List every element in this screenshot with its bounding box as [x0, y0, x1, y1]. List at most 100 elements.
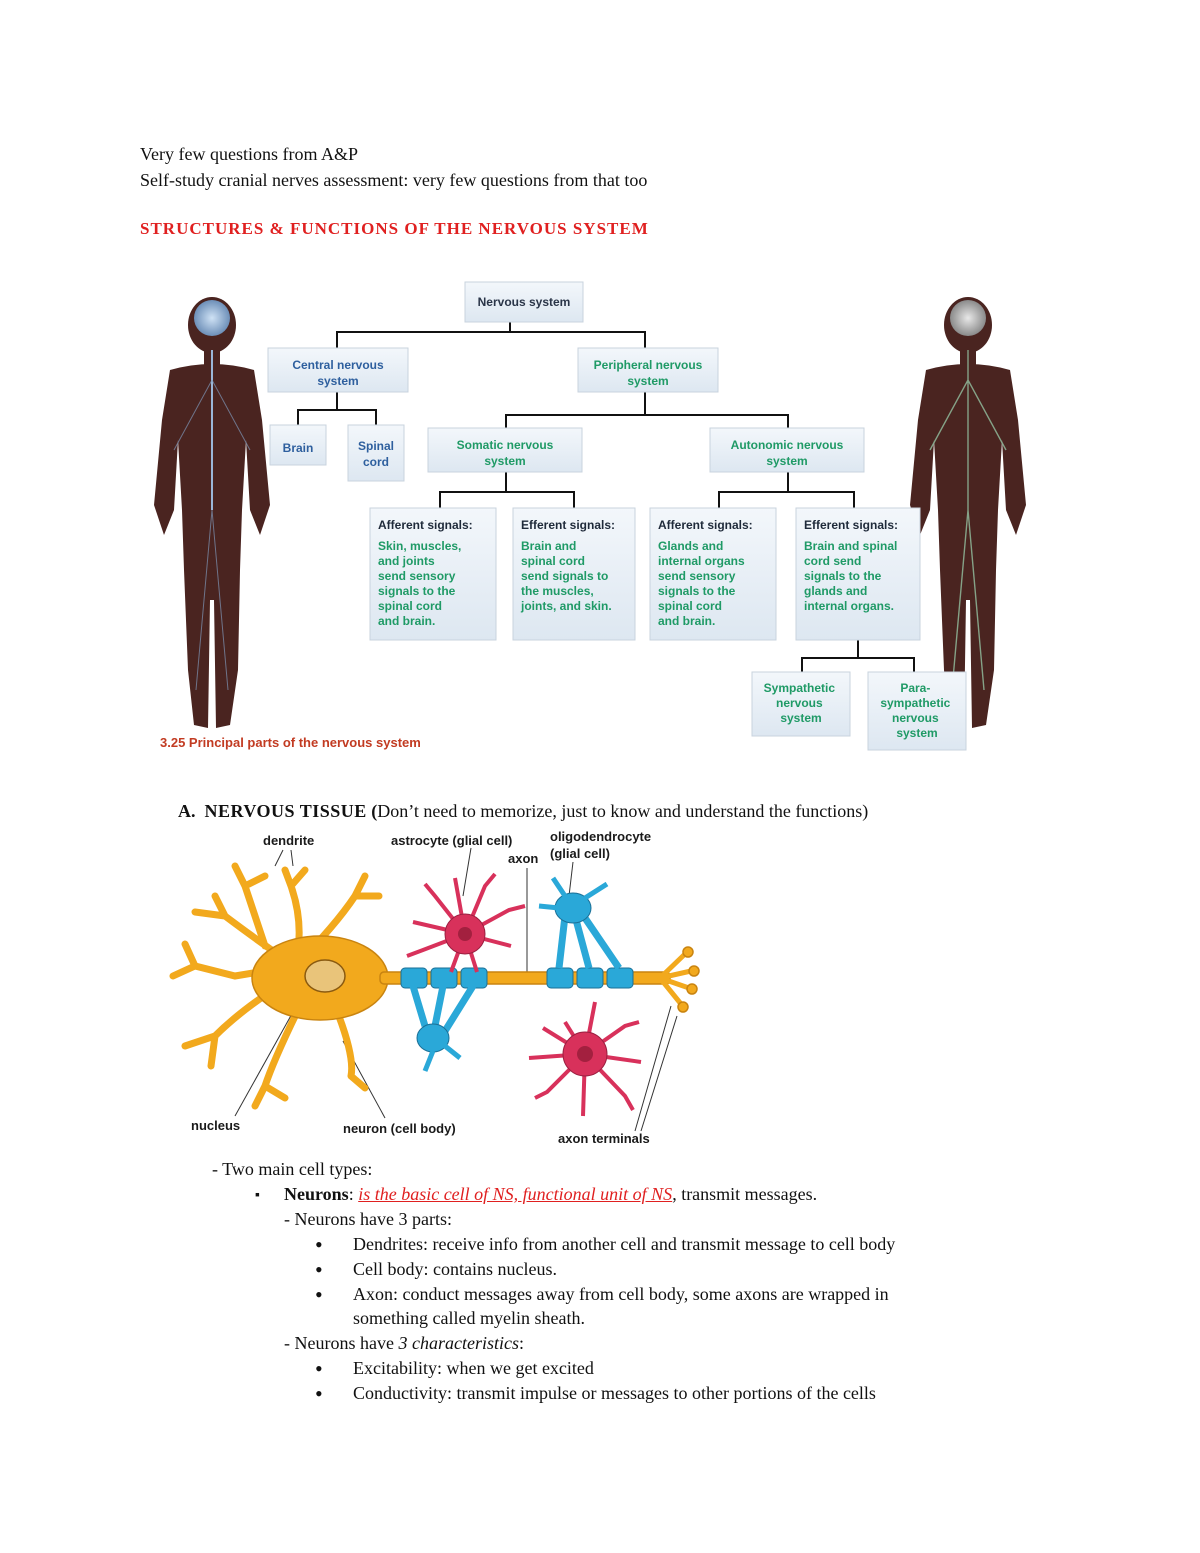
- parts-intro: - Neurons have 3 parts:: [284, 1209, 452, 1229]
- auto-afferent-line: spinal cord: [658, 599, 722, 613]
- round-bullet: •: [315, 1257, 323, 1282]
- box-somatic-efferent: Efferent signals: Brain and spinal cord …: [512, 507, 636, 641]
- round-bullet: •: [315, 1356, 323, 1381]
- section-title: STRUCTURES & FUNCTIONS OF THE NERVOUS SY…: [140, 219, 649, 238]
- round-bullet: •: [315, 1381, 323, 1406]
- characteristics-intro-c: :: [518, 1333, 524, 1353]
- square-bullet: ▪: [255, 1188, 260, 1203]
- neurons-colon: :: [348, 1184, 359, 1204]
- auto-afferent-line: internal organs: [658, 554, 745, 568]
- auto-efferent-line: internal organs.: [804, 599, 894, 613]
- section-a-paren: (: [366, 801, 378, 821]
- characteristic-conductivity: Conductivity: transmit impulse or messag…: [353, 1383, 876, 1403]
- parasympathetic-line: system: [896, 726, 937, 740]
- box-brain: Brain: [269, 424, 327, 466]
- part-cell-body: Cell body: contains nucleus.: [353, 1259, 557, 1279]
- nervous-system-flowchart: Nervous system Central nervous system Pe…: [154, 281, 1026, 751]
- part-axon: Axon: conduct messages away from cell bo…: [353, 1284, 889, 1304]
- box-auto-afferent: Afferent signals: Glands and internal or…: [649, 507, 777, 641]
- auto-efferent-line: Brain and spinal: [804, 539, 897, 553]
- auto-afferent-line: Glands and: [658, 539, 723, 553]
- somatic-efferent-line: Brain and: [521, 539, 576, 553]
- characteristics-intro-b: 3 characteristics: [398, 1333, 519, 1353]
- box-somatic-line-2: system: [484, 454, 525, 468]
- box-somatic-afferent: Afferent signals: Skin, muscles, and joi…: [369, 507, 497, 641]
- auto-afferent-title: Afferent signals:: [658, 518, 753, 532]
- intro-line-1: Very few questions from A&P: [140, 144, 358, 164]
- somatic-efferent-line: spinal cord: [521, 554, 585, 568]
- box-spinal-cord: Spinal cord: [347, 424, 405, 482]
- somatic-afferent-line: send sensory: [378, 569, 456, 583]
- box-autonomic-line-1: Autonomic nervous: [731, 438, 844, 452]
- box-spinal-cord-line-2: cord: [363, 455, 389, 469]
- somatic-efferent-title: Efferent signals:: [521, 518, 615, 532]
- box-parasympathetic: Para- sympathetic nervous system: [867, 671, 967, 751]
- neurons-rest: , transmit messages.: [672, 1184, 818, 1204]
- somatic-efferent-line: the muscles,: [521, 584, 594, 598]
- auto-efferent-line: cord send: [804, 554, 861, 568]
- human-figure-right: [910, 297, 1026, 728]
- neurons-definition: is the basic cell of NS, functional unit…: [358, 1184, 673, 1204]
- round-bullet: •: [315, 1282, 323, 1307]
- section-a-note: Don’t need to memorize, just to know and…: [377, 801, 869, 821]
- label-nucleus: nucleus: [191, 1118, 240, 1133]
- box-somatic-line-1: Somatic nervous: [457, 438, 554, 452]
- label-cell-body: neuron (cell body): [343, 1121, 456, 1136]
- box-sympathetic: Sympathetic nervous system: [751, 671, 851, 737]
- sympathetic-line: nervous: [776, 696, 823, 710]
- neuron-diagram: dendrite astrocyte (glial cell) axon oli…: [169, 829, 700, 1146]
- human-figure-left: [154, 297, 270, 728]
- auto-afferent-line: signals to the: [658, 584, 736, 598]
- characteristics-intro-a: - Neurons have: [284, 1333, 399, 1353]
- auto-efferent-line: glands and: [804, 584, 867, 598]
- figure-caption: 3.25 Principal parts of the nervous syst…: [160, 735, 421, 750]
- neurons-line: Neurons: is the basic cell of NS, functi…: [284, 1184, 817, 1205]
- part-axon-cont: something called myelin sheath.: [353, 1308, 585, 1328]
- part-dendrites: Dendrites: receive info from another cel…: [353, 1234, 896, 1254]
- somatic-afferent-line: Skin, muscles,: [378, 539, 461, 553]
- box-pns: Peripheral nervous system: [577, 347, 719, 393]
- astrocyte-upper: [406, 872, 526, 973]
- section-a-title: NERVOUS TISSUE: [204, 801, 367, 821]
- auto-afferent-line: and brain.: [658, 614, 715, 628]
- auto-efferent-title: Efferent signals:: [804, 518, 898, 532]
- somatic-afferent-title: Afferent signals:: [378, 518, 473, 532]
- sympathetic-line: system: [780, 711, 821, 725]
- box-autonomic: Autonomic nervous system: [709, 427, 865, 473]
- somatic-efferent-line: joints, and skin.: [520, 599, 612, 613]
- label-oligo-line-2: (glial cell): [550, 846, 610, 861]
- sympathetic-line: Sympathetic: [764, 681, 836, 695]
- label-axon-terminals: axon terminals: [558, 1131, 650, 1146]
- somatic-efferent-line: send signals to: [521, 569, 608, 583]
- oligodendrocyte-upper: [538, 876, 622, 970]
- neurons-label: Neurons: [284, 1184, 349, 1204]
- label-axon: axon: [508, 851, 538, 866]
- box-spinal-cord-line-1: Spinal: [358, 439, 394, 453]
- auto-afferent-line: send sensory: [658, 569, 736, 583]
- nucleus-shape: [304, 959, 346, 993]
- box-cns-line-2: system: [317, 374, 358, 388]
- somatic-afferent-line: signals to the: [378, 584, 456, 598]
- flowchart-connectors: [297, 322, 915, 672]
- oligodendrocyte-lower: [409, 984, 476, 1072]
- somatic-afferent-line: and brain.: [378, 614, 435, 628]
- svg-text:Skin, muscles, and joint: Skin, muscles, and joints send sensory s…: [378, 539, 465, 628]
- box-auto-efferent: Efferent signals: Brain and spinal cord …: [795, 507, 921, 641]
- svg-text:Glands and internal orga: Glands and internal organs send sensory …: [658, 539, 748, 628]
- box-pns-line-1: Peripheral nervous: [594, 358, 703, 372]
- svg-text:Brain and spinal cord: Brain and spinal cord send signals to th…: [520, 539, 612, 613]
- label-oligo-line-1: oligodendrocyte: [550, 829, 651, 844]
- label-dendrite: dendrite: [263, 833, 314, 848]
- parasympathetic-line: nervous: [892, 711, 939, 725]
- auto-efferent-line: signals to the: [804, 569, 882, 583]
- box-autonomic-line-2: system: [766, 454, 807, 468]
- svg-text:Sympathetic nervous: Sympathetic nervous system: [764, 681, 839, 725]
- two-types-line: - Two main cell types:: [212, 1159, 373, 1179]
- box-cns-line-1: Central nervous: [292, 358, 384, 372]
- parasympathetic-line: Para-: [900, 681, 930, 695]
- somatic-afferent-line: and joints: [378, 554, 435, 568]
- section-a-heading: A. NERVOUS TISSUE (Don’t need to memoriz…: [178, 801, 868, 822]
- somatic-afferent-line: spinal cord: [378, 599, 442, 613]
- box-somatic: Somatic nervous system: [427, 427, 583, 473]
- section-a-label: A.: [178, 801, 196, 821]
